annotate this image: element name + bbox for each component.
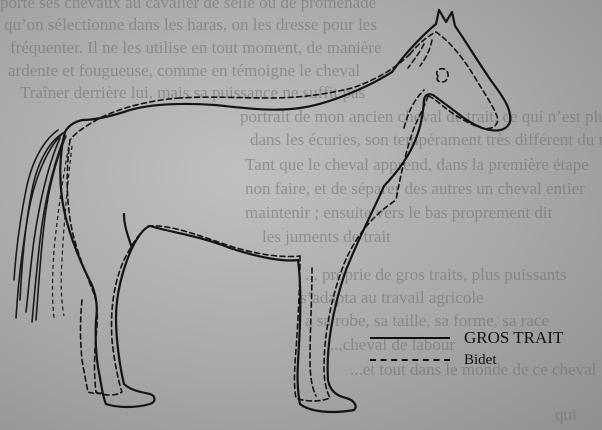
bidet-inner-foreleg	[310, 268, 316, 396]
bidet-neck	[180, 54, 410, 98]
legend-label-bidet: Bidet	[464, 352, 497, 369]
draft-horse-belly	[124, 214, 132, 248]
legend-item-bidet: Bidet	[370, 350, 497, 370]
legend-label-gros-trait: GROS TRAIT	[464, 328, 563, 348]
legend: GROS TRAIT Bidet	[370, 326, 590, 376]
horse-tail	[14, 130, 72, 322]
dashed-line-key	[370, 359, 450, 361]
tail-strand	[14, 130, 58, 280]
tail-strand	[32, 140, 63, 322]
draft-horse-head	[384, 10, 510, 186]
draft-horse-back	[65, 72, 392, 132]
solid-line-key	[370, 337, 450, 339]
draft-horse-hind-leg-inner	[116, 226, 298, 384]
legend-item-gros-trait: GROS TRAIT	[370, 328, 563, 348]
bidet-eye-ring	[437, 69, 448, 82]
